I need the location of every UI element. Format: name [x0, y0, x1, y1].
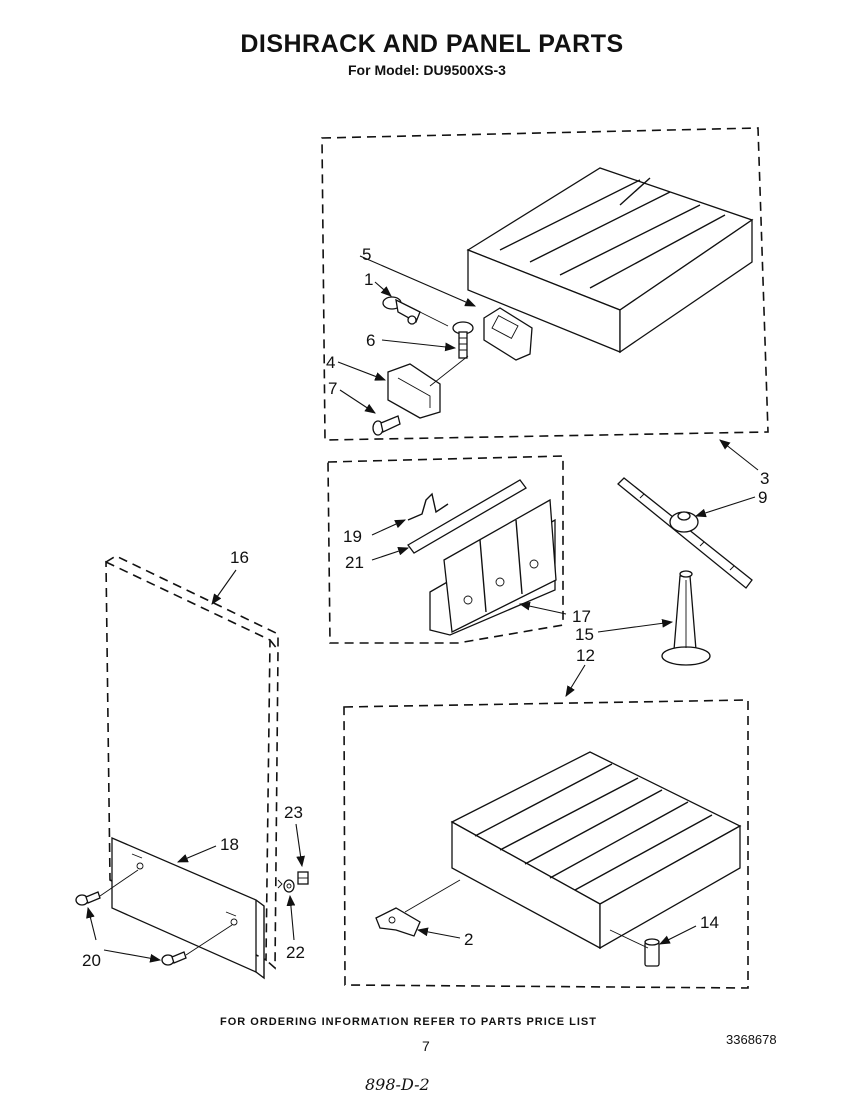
handwritten-note: 898-D-2 [365, 1075, 430, 1094]
model-subtitle: For Model: DU9500XS-3 [348, 62, 506, 78]
document-number: 3368678 [726, 1032, 777, 1047]
callout-22: 22 [286, 943, 305, 962]
callout-1: 1 [364, 270, 373, 289]
upper-dishrack [466, 167, 754, 354]
washer-part [283, 879, 295, 893]
ordering-note: FOR ORDERING INFORMATION REFER TO PARTS … [220, 1016, 597, 1028]
rack-bracket-part [483, 307, 533, 361]
silverware-basket-group-box [327, 455, 564, 644]
spray-arm-part [617, 477, 753, 589]
callout-18: 18 [220, 835, 239, 854]
callout-5: 5 [362, 245, 371, 264]
callout-3: 3 [760, 469, 769, 488]
callout-14: 14 [700, 913, 719, 932]
basket-rail-part [407, 479, 527, 554]
toe-panel-part [111, 837, 265, 980]
roller-part [452, 321, 474, 359]
upper-rack-group-box [321, 127, 769, 441]
rack-end-cover-part [387, 363, 441, 419]
rack-roller-bracket-part [375, 907, 421, 937]
callout-21: 21 [345, 553, 364, 572]
lower-dishrack [450, 751, 742, 950]
callout-7: 7 [328, 379, 337, 398]
callout-15: 15 [575, 625, 594, 644]
callout-2: 2 [464, 930, 473, 949]
callout-6: 6 [366, 331, 375, 350]
door-panel-part [105, 555, 279, 970]
page-number: 7 [422, 1038, 430, 1054]
callout-23: 23 [284, 803, 303, 822]
callout-12: 12 [576, 646, 595, 665]
callout-4: 4 [326, 353, 335, 372]
page-title: DISHRACK AND PANEL PARTS [240, 30, 624, 58]
callout-19: 19 [343, 527, 362, 546]
screw-part [372, 415, 401, 436]
clip-nut-part [297, 871, 309, 885]
lower-rack-group-box [343, 699, 749, 989]
callout-17: 17 [572, 607, 591, 626]
basket-clip-part [407, 492, 449, 521]
callout-9: 9 [758, 488, 767, 507]
silverware-basket [429, 498, 557, 636]
rack-stop-part [382, 296, 421, 325]
toe-panel-screw-part [75, 891, 187, 966]
rack-stud-part [644, 938, 660, 967]
callout-20: 20 [82, 951, 101, 970]
spray-tower-part [661, 570, 711, 666]
callout-16: 16 [230, 548, 249, 567]
